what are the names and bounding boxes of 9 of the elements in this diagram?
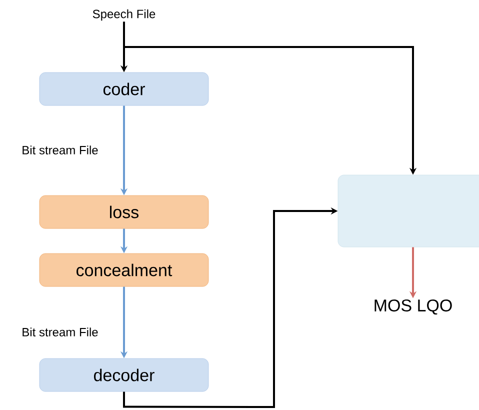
process-box: coder xyxy=(39,72,209,106)
node-label: Speech File xyxy=(92,9,156,21)
edge-label: Bit stream File xyxy=(20,144,100,156)
process-box: concealment xyxy=(39,253,209,287)
node-label: MOS LQO xyxy=(374,299,452,315)
process-box: loss xyxy=(39,195,209,229)
process-box xyxy=(338,174,479,248)
edge-label: Bit stream File xyxy=(20,326,100,338)
process-box: decoder xyxy=(39,358,209,392)
